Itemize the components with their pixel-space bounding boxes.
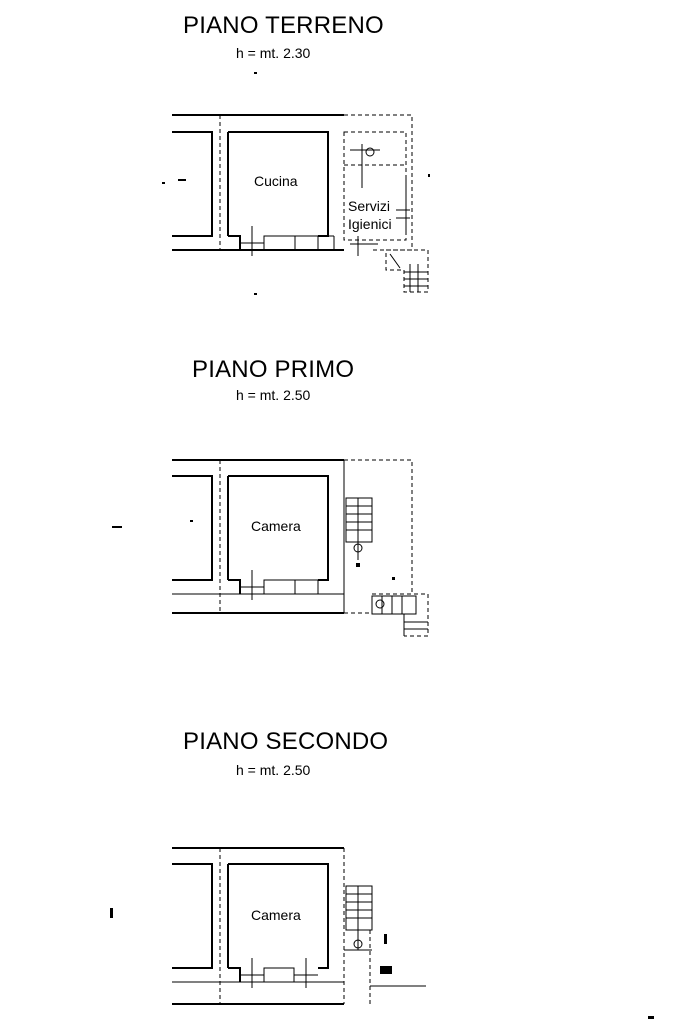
stair-node (375, 599, 385, 609)
stair-flight (345, 497, 373, 543)
room-bedroom-outline (227, 475, 329, 594)
room-left (172, 475, 213, 581)
scan-speck (392, 577, 395, 580)
scan-speck (384, 934, 387, 944)
room-label-bedroom: Camera (251, 518, 301, 534)
scan-speck (162, 182, 165, 184)
room-label-kitchen: Cucina (254, 173, 298, 189)
room-label-bedroom: Camera (251, 907, 301, 923)
window (263, 967, 295, 983)
room-label-services: Servizi (348, 198, 390, 214)
room-bedroom-outline (227, 863, 329, 982)
floor-title-second: PIANO SECONDO (183, 728, 389, 755)
floor-title-ground: PIANO TERRENO (183, 12, 384, 39)
scan-speck (190, 520, 193, 522)
annex-outline (344, 114, 413, 251)
scan-speck (112, 526, 122, 528)
floor-height-first: h = mt. 2.50 (236, 387, 311, 403)
floor-height-second: h = mt. 2.50 (236, 762, 311, 778)
stair-outline (385, 249, 429, 293)
floor-plan-second: Camera (110, 847, 654, 1019)
annex-outline (344, 459, 413, 594)
floor-height-ground: h = mt. 2.30 (236, 45, 311, 61)
room-kitchen-outline (227, 131, 329, 250)
floor-title-first: PIANO PRIMO (192, 356, 355, 383)
scan-speck (356, 563, 360, 567)
scan-speck (178, 179, 186, 181)
room-left (172, 131, 213, 237)
scan-speck (110, 908, 113, 918)
stair-node (353, 939, 363, 949)
stair-arrow (389, 253, 401, 269)
stair-landing (372, 593, 429, 637)
scan-speck (254, 72, 257, 74)
floor-plan-ground: Cucina Servizi Igienici (162, 72, 430, 295)
window (263, 579, 319, 595)
fixture-basin (365, 147, 375, 157)
scan-speck (648, 1016, 654, 1019)
room-left (172, 863, 213, 969)
scan-speck (428, 174, 430, 177)
stair-landing-steps (371, 595, 417, 615)
stair-flight (345, 885, 373, 931)
window (263, 235, 319, 251)
floor-plan-first: Camera (112, 459, 429, 637)
scan-speck (254, 293, 257, 295)
room-label-toilets: Igienici (348, 216, 392, 232)
scan-speck (380, 966, 392, 974)
stair-node (353, 543, 363, 553)
